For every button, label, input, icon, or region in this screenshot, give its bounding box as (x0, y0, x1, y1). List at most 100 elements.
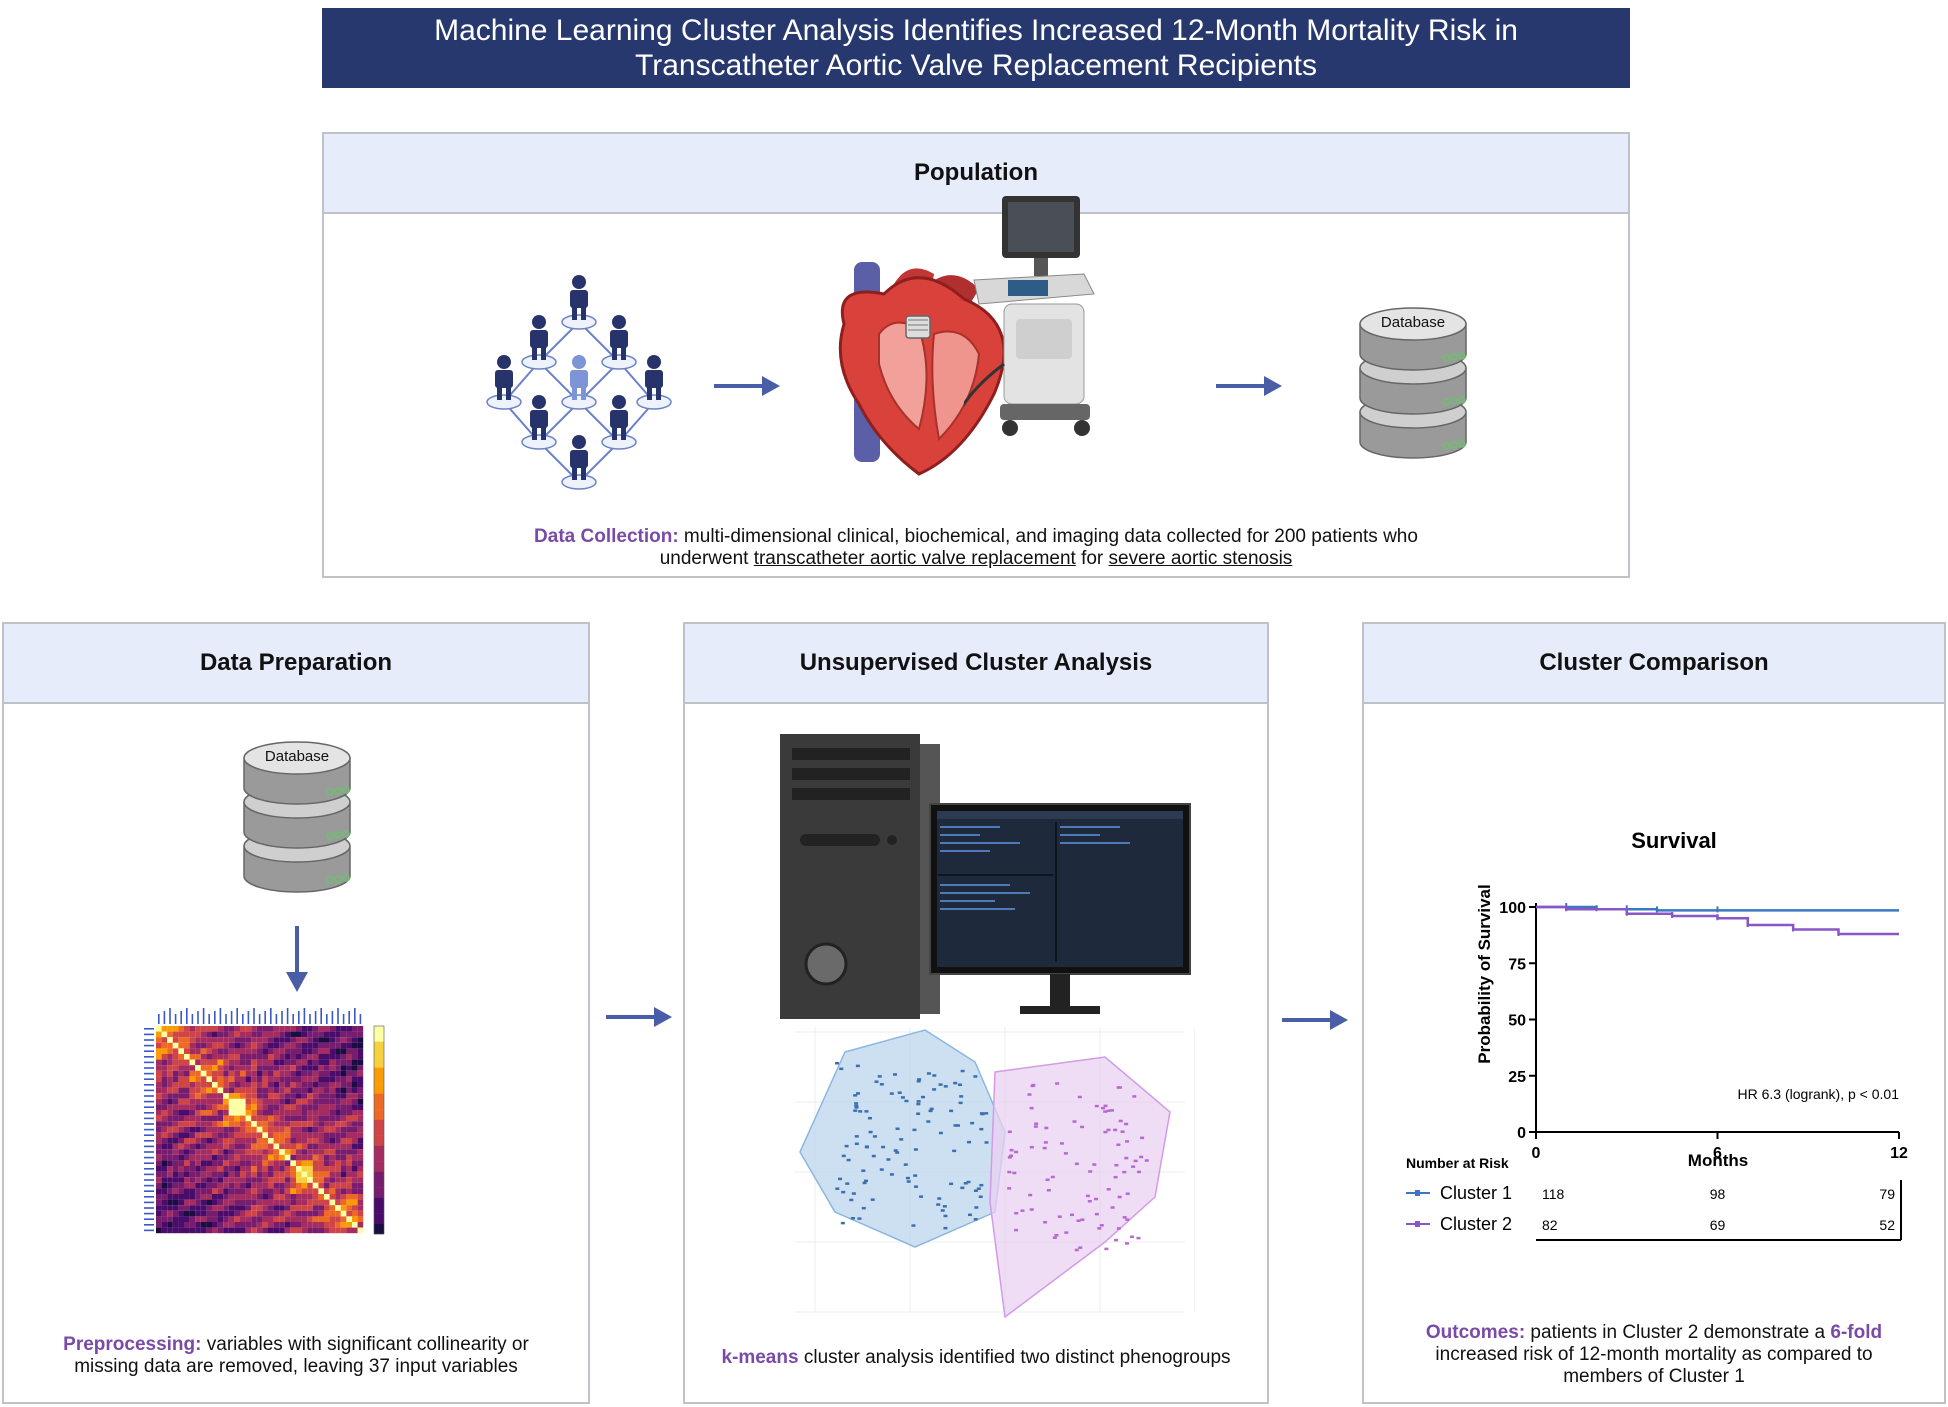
heatmap-cell (206, 1110, 212, 1116)
heatmap-cell (352, 1082, 358, 1088)
heatmap-cell (352, 1216, 358, 1222)
heatmap-cell (156, 1222, 162, 1228)
heatmap-cell (318, 1031, 324, 1038)
heatmap-cell (262, 1065, 268, 1071)
heatmap-cell (262, 1171, 268, 1178)
heatmap-cell (352, 1138, 358, 1144)
heatmap-cell (312, 1042, 319, 1049)
colorbar-step (374, 1046, 384, 1053)
heatmap-cell (273, 1160, 280, 1166)
cluster-2-point (1144, 1159, 1149, 1162)
heatmap-cell (172, 1048, 179, 1054)
heatmap-cell (251, 1205, 257, 1211)
heatmap-cell (217, 1182, 224, 1189)
cluster-1-point (864, 1110, 869, 1113)
cluster-2-point (1094, 1212, 1099, 1216)
cluster-1-point (928, 1109, 933, 1113)
heatmap-cell (312, 1149, 319, 1155)
heatmap-cell (357, 1110, 364, 1116)
heatmap-cell (268, 1143, 274, 1150)
heatmap-cell (296, 1138, 302, 1144)
heatmap-cell (251, 1026, 257, 1032)
cluster-1-point (838, 1177, 843, 1181)
heatmap-cell (178, 1166, 184, 1172)
heatmap-cell (346, 1166, 352, 1172)
heatmap-cell (312, 1199, 319, 1206)
heatmap-cell (346, 1104, 352, 1110)
heatmap-cell (206, 1132, 212, 1138)
heatmap-cell (262, 1059, 268, 1066)
heatmap-cell (184, 1059, 190, 1066)
heatmap-cell (324, 1098, 330, 1105)
heatmap-cell (156, 1188, 162, 1194)
heatmap-cell (279, 1048, 285, 1054)
heatmap-cell (189, 1205, 196, 1211)
heatmap-cell (161, 1194, 168, 1200)
column-label-mark (348, 1011, 350, 1024)
heatmap-cell (189, 1042, 196, 1049)
heatmap-cell (335, 1115, 341, 1122)
heatmap-cell (256, 1054, 263, 1060)
heatmap-cell (318, 1065, 324, 1071)
heatmap-cell (340, 1031, 347, 1038)
heatmap-cell (346, 1031, 352, 1038)
heatmap-cell (329, 1121, 336, 1127)
heatmap-cell (268, 1115, 274, 1122)
heatmap-cell (301, 1222, 308, 1228)
heatmap-cell (307, 1037, 313, 1043)
row-label-mark (144, 1156, 154, 1159)
colorbar-step (374, 1161, 384, 1167)
heatmap-cell (228, 1205, 235, 1211)
heatmap-cell (352, 1194, 358, 1200)
heatmap-cell (189, 1110, 196, 1116)
heatmap-cell (195, 1143, 201, 1150)
heatmap-cell (346, 1070, 352, 1077)
heatmap-cell (284, 1227, 291, 1234)
heatmap-cell (200, 1126, 207, 1133)
heatmap-cell (245, 1194, 252, 1200)
cluster-2-point (1020, 1209, 1025, 1212)
cluster-1-point (920, 1095, 925, 1099)
column-label-mark (359, 1014, 362, 1024)
heatmap-cell (335, 1149, 341, 1155)
heatmap-cell (301, 1177, 308, 1183)
heatmap-cell (273, 1042, 280, 1049)
heatmap-cell (195, 1070, 201, 1077)
heatmap-cell (184, 1138, 190, 1144)
heatmap-cell (357, 1132, 364, 1138)
heatmap-cell (352, 1143, 358, 1150)
arrow-right-icon-3 (606, 1007, 672, 1027)
cluster-1-point (936, 1203, 941, 1206)
heatmap-cell (217, 1059, 224, 1066)
risk-count: 98 (1710, 1186, 1726, 1202)
heatmap-cell (273, 1054, 280, 1060)
heatmap-cell (161, 1154, 168, 1161)
heatmap-cell (307, 1171, 313, 1178)
caption-text: cluster analysis identified two distinct… (798, 1347, 1231, 1368)
heatmap-cell (245, 1093, 252, 1099)
heatmap-cell (251, 1076, 257, 1082)
column-label-mark (270, 1008, 272, 1024)
heatmap-cell (184, 1087, 190, 1094)
heatmap-cell (167, 1143, 173, 1150)
cluster-2-point (1045, 1178, 1050, 1182)
heatmap-cell (156, 1087, 162, 1094)
heatmap-cell (268, 1177, 274, 1183)
cluster-1-point (984, 1112, 989, 1115)
heatmap-cell (245, 1199, 252, 1206)
heatmap-cell (223, 1087, 229, 1094)
heatmap-cell (189, 1132, 196, 1138)
heatmap-cell (240, 1026, 246, 1032)
heatmap-cell (307, 1076, 313, 1082)
heatmap-cell (324, 1199, 330, 1206)
heatmap-cell (206, 1177, 212, 1183)
heatmap-cell (312, 1098, 319, 1105)
cluster-2-point (1078, 1246, 1083, 1249)
cluster-2-point (1106, 1109, 1111, 1113)
heatmap-cell (251, 1143, 257, 1150)
heatmap-cell (184, 1054, 190, 1060)
heatmap-cell (251, 1104, 257, 1110)
heatmap-cell (329, 1205, 336, 1211)
heatmap-cell (324, 1087, 330, 1094)
colorbar-step (374, 1088, 384, 1094)
